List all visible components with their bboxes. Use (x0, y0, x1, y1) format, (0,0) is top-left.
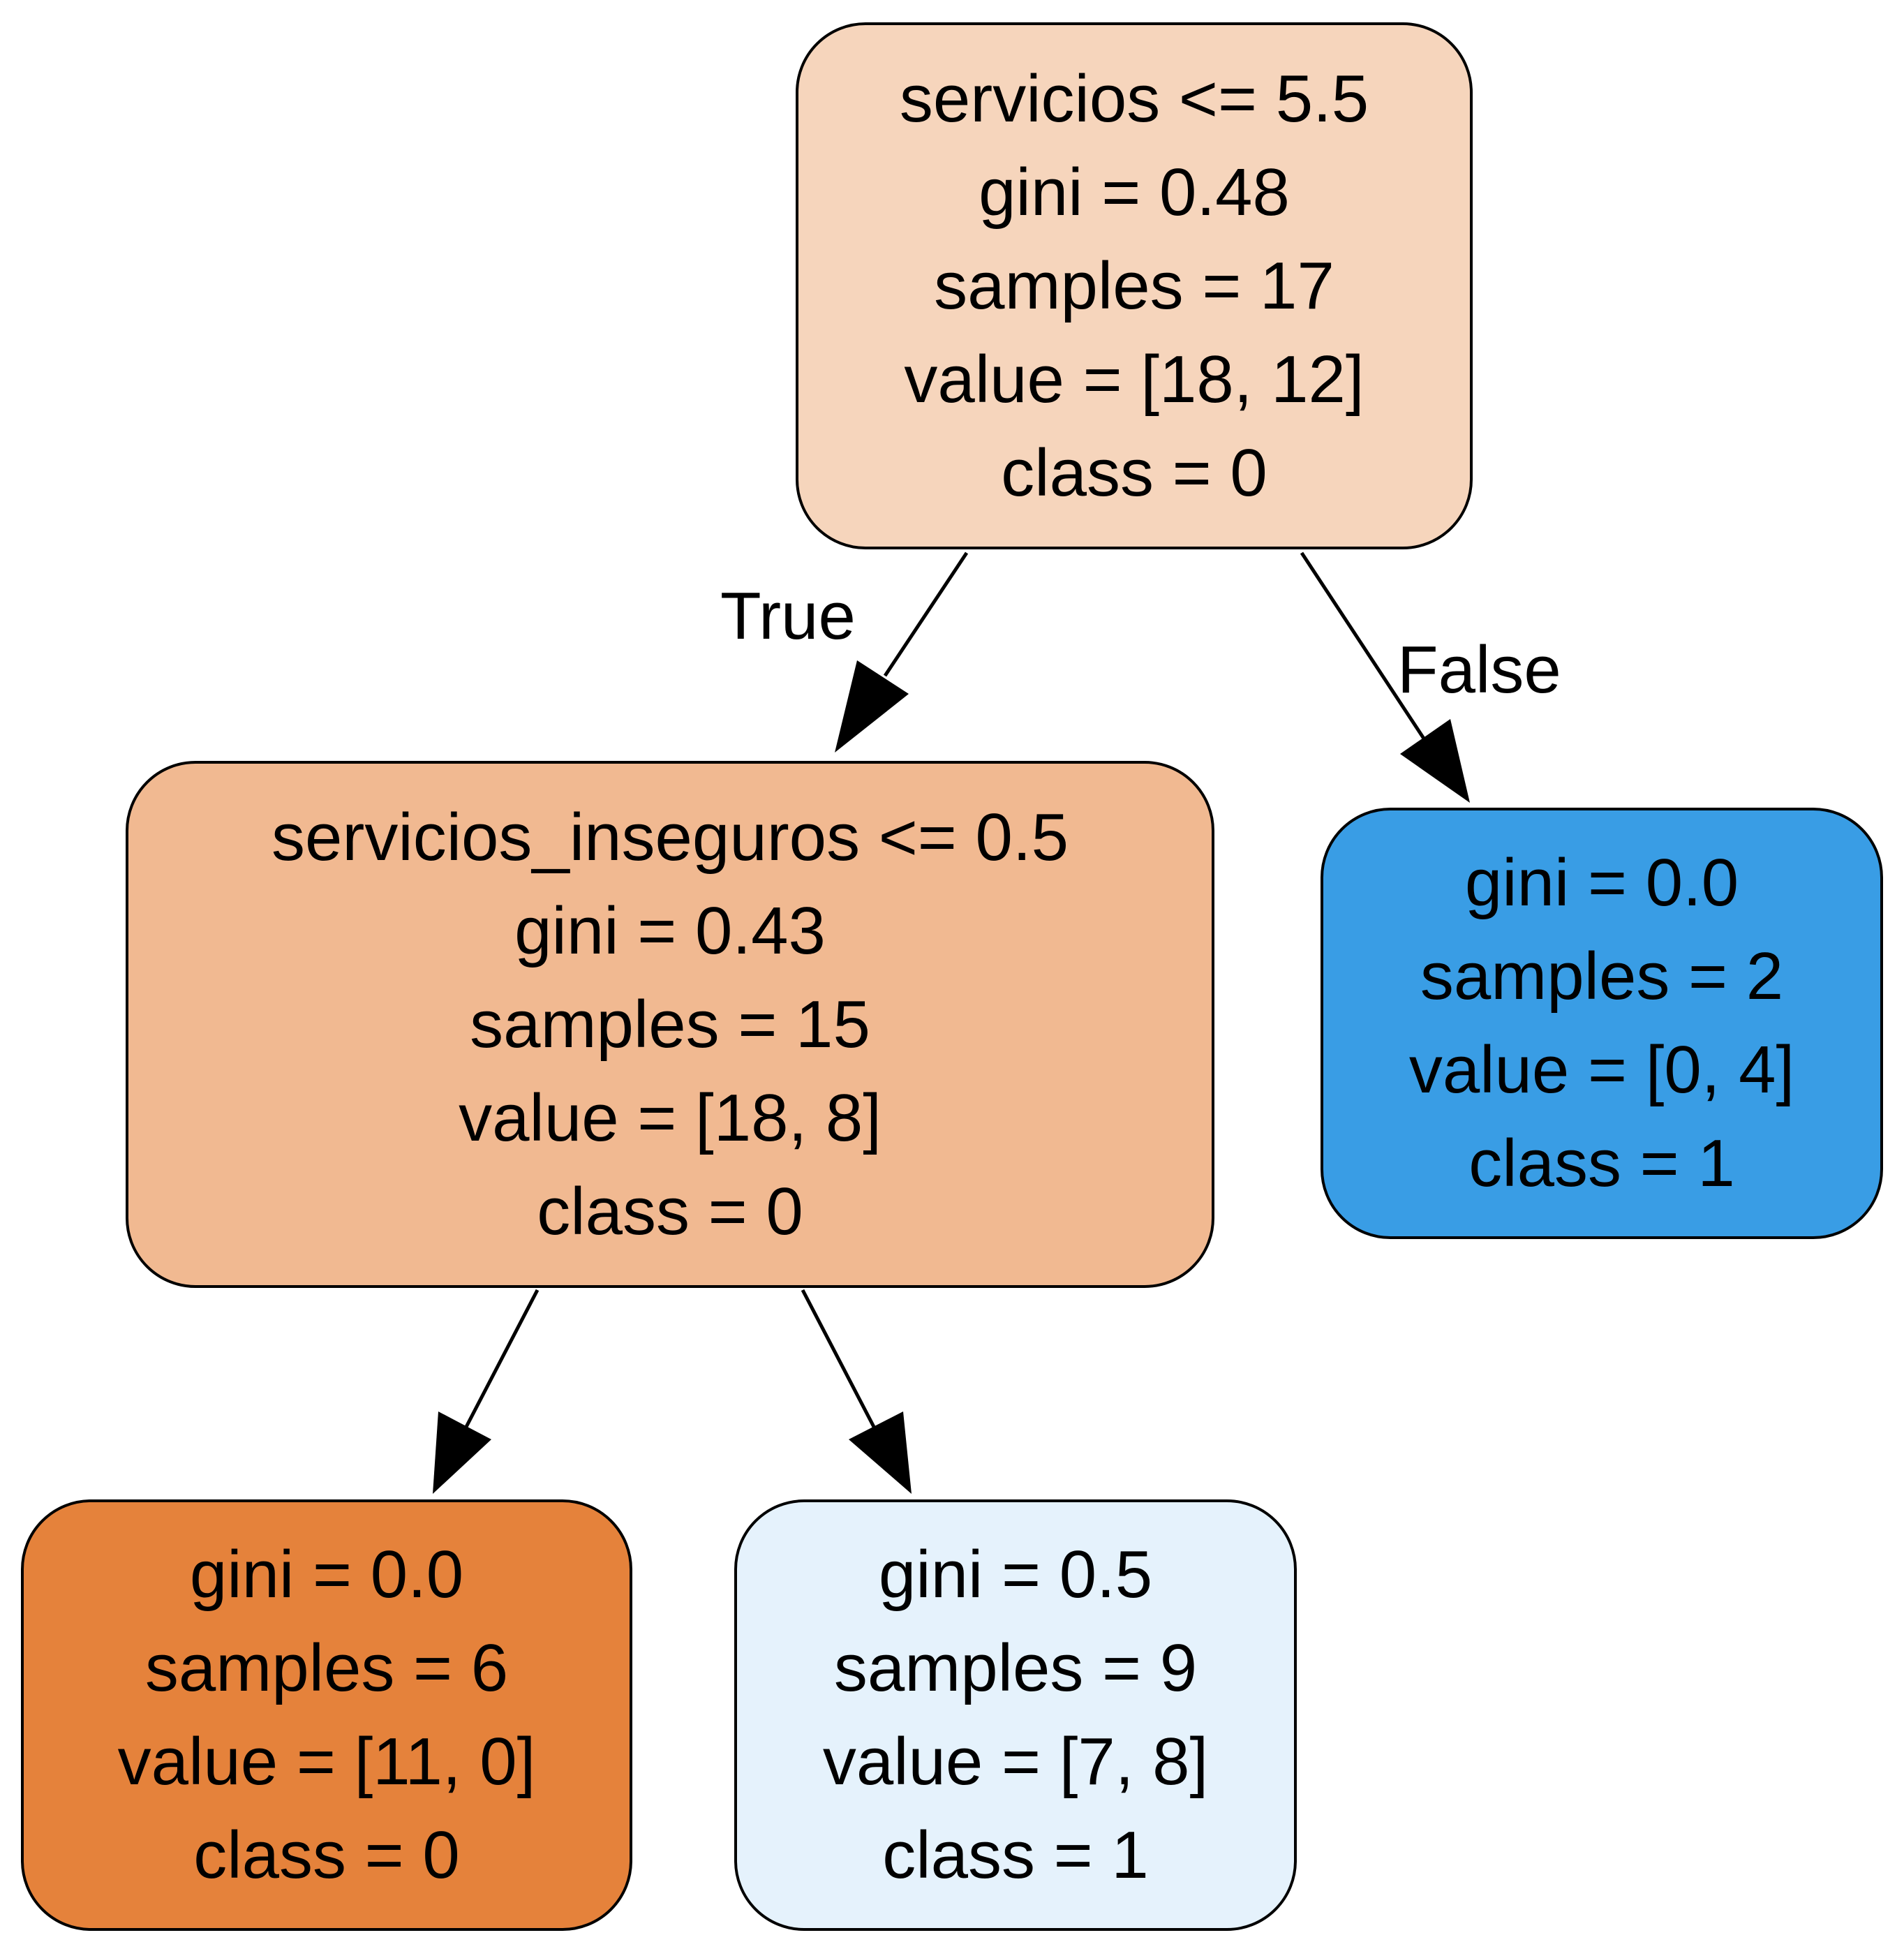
tree-node-left: servicios_inseguros <= 0.5 gini = 0.43 s… (126, 761, 1214, 1288)
tree-node-right-leaf: gini = 0.0 samples = 2 value = [0, 4] cl… (1321, 808, 1883, 1239)
node-samples: samples = 15 (470, 986, 870, 1062)
node-value: value = [18, 8] (459, 1080, 882, 1155)
node-gini: gini = 0.0 (189, 1537, 464, 1612)
node-samples: samples = 2 (1420, 939, 1784, 1014)
node-class: class = 1 (1468, 1126, 1735, 1201)
node-gini: gini = 0.48 (979, 154, 1290, 230)
edge-label-true: True (720, 579, 856, 653)
node-value: value = [0, 4] (1408, 1032, 1795, 1107)
node-value: value = [7, 8] (822, 1724, 1209, 1799)
edge-root-left (835, 551, 969, 753)
node-split-rule: servicios_inseguros <= 0.5 (272, 799, 1069, 875)
tree-node-root: servicios <= 5.5 gini = 0.48 samples = 1… (796, 22, 1473, 549)
node-class: class = 0 (193, 1818, 460, 1892)
node-class: class = 0 (1001, 435, 1267, 510)
node-samples: samples = 9 (833, 1631, 1198, 1705)
node-samples: samples = 17 (934, 248, 1334, 323)
node-value: value = [18, 12] (904, 341, 1364, 417)
node-value: value = [11, 0] (117, 1724, 536, 1799)
tree-node-left-right-leaf: gini = 0.5 samples = 9 value = [7, 8] cl… (734, 1499, 1297, 1931)
node-samples: samples = 6 (144, 1631, 509, 1705)
edge-label-false: False (1397, 632, 1561, 707)
node-class: class = 0 (537, 1173, 803, 1249)
tree-node-left-left-leaf: gini = 0.0 samples = 6 value = [11, 0] c… (21, 1499, 632, 1931)
edge-left-leftright (801, 1289, 912, 1494)
node-gini: gini = 0.0 (1464, 845, 1739, 920)
node-gini: gini = 0.43 (514, 893, 826, 968)
node-gini: gini = 0.5 (878, 1537, 1153, 1612)
node-split-rule: servicios <= 5.5 (899, 61, 1369, 136)
edge-left-leftleft (433, 1289, 540, 1494)
node-class: class = 1 (882, 1818, 1149, 1892)
edge-root-right (1300, 551, 1470, 803)
